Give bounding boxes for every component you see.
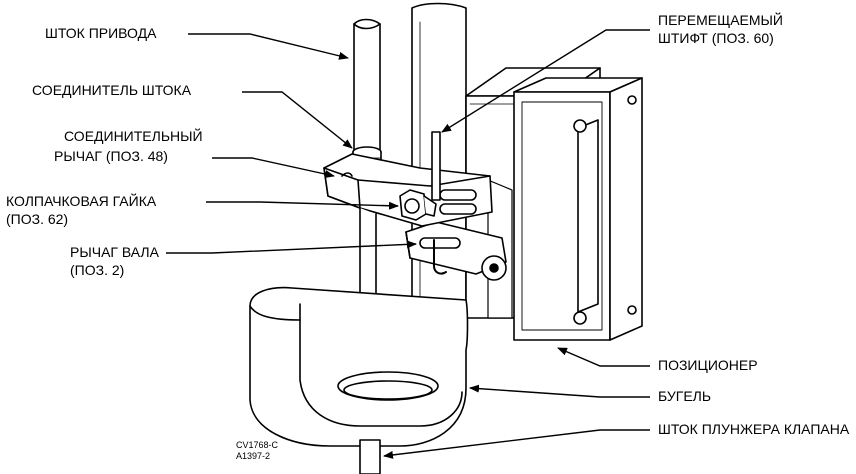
figure-ref-line1: CV1768-C [236,440,279,450]
label-stem-connector: СОЕДИНИТЕЛЬ ШТОКА [32,82,192,98]
label-movable-pin-line2: ШТИФТ (ПОЗ. 60) [658,30,774,46]
label-positioner: ПОЗИЦИОНЕР [658,357,758,373]
label-connector-arm-line1: СОЕДИНИТЕЛЬНЫЙ [64,128,203,144]
label-actuator-stem: ШТОК ПРИВОДА [45,25,157,41]
leader-actuator-stem [188,33,349,60]
movable-pin [431,131,441,201]
label-shaft-lever-line2: (ПОЗ. 2) [70,262,125,278]
connector-arm [323,153,493,227]
figure-ref-line2: A1397-2 [236,451,271,461]
cap-nut [399,189,437,221]
label-yoke: БУГЕЛЬ [658,388,712,404]
leader-valve-plug-stem [383,429,650,459]
label-connector-arm-line2: РЫЧАГ (ПОЗ. 48) [54,148,168,164]
shaft-lever [405,221,507,281]
label-valve-plug-stem: ШТОК ПЛУНЖЕРА КЛАПАНА [658,421,850,437]
label-cap-nut-line1: КОЛПАЧКОВАЯ ГАЙКА [6,193,157,209]
actuator-stem [353,18,381,151]
leader-connector-arm [212,157,335,178]
label-cap-nut-line2: (ПОЗ. 62) [6,211,69,227]
leader-positioner [557,347,650,367]
leader-shaft-lever [166,240,417,254]
leader-cap-nut [206,201,399,210]
leader-stem-connector [242,91,353,149]
label-shaft-lever-line1: РЫЧАГ ВАЛА [70,244,159,260]
leader-yoke [469,384,650,398]
leader-movable-pin [441,29,650,133]
label-movable-pin-line1: ПЕРЕМЕЩАЕМЫЙ [658,12,783,28]
valve-plug-stem [359,439,381,474]
yoke-cradle [249,286,469,447]
